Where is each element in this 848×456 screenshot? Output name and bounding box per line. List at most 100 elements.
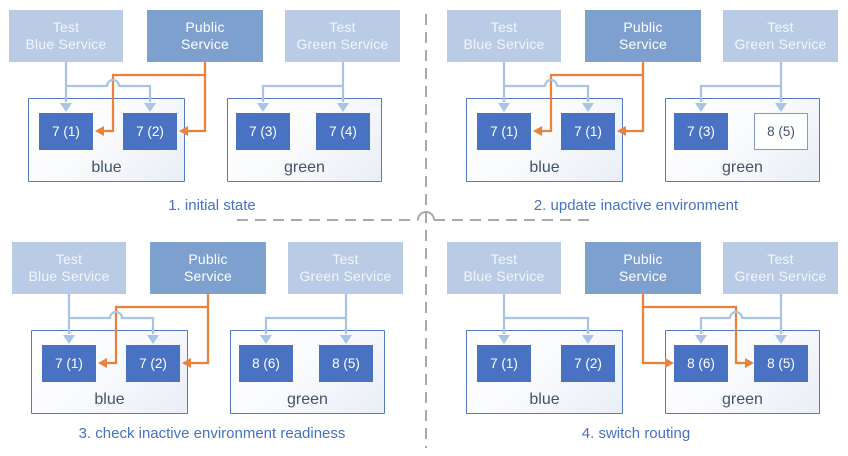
blue-environment-label: blue — [529, 159, 560, 176]
pod-green-1: 8 (6) — [674, 345, 728, 382]
pod-green-2-new: 8 (5) — [754, 113, 808, 150]
orange-arrowhead-left-icon — [179, 126, 188, 136]
public-to-blue-pod1-line — [104, 73, 205, 133]
blue-arrowhead-down-icon — [498, 103, 510, 112]
service-label-line: Test — [490, 19, 518, 35]
test-blue-to-pod2-line — [504, 316, 590, 334]
service-label-line: Blue Service — [28, 268, 110, 284]
orange-arrowhead-left-icon — [182, 358, 191, 368]
step-caption: 4. switch routing — [581, 425, 691, 442]
orange-arrowhead-left-icon — [533, 126, 542, 136]
blue-arrowhead-down-icon — [775, 335, 787, 344]
public-to-green-pod2-line — [643, 305, 745, 365]
pod-green-1: 7 (3) — [674, 113, 728, 150]
pod-blue-1: 7 (1) — [39, 113, 93, 150]
public-to-blue-pod1-line — [542, 73, 643, 133]
test-blue-to-pod2-line — [504, 78, 590, 102]
test-green-service-box: Test Green Service — [723, 10, 838, 62]
pod-blue-2: 7 (2) — [123, 113, 177, 150]
step-1-panel: blue green Test Blue Servi — [0, 0, 424, 228]
blue-arrowhead-down-icon — [582, 335, 594, 344]
test-green-to-pod3-line — [699, 310, 781, 334]
public-to-green-pod1-line — [641, 294, 665, 365]
service-label-line: Blue Service — [463, 36, 545, 52]
blue-environment-label: blue — [91, 159, 122, 176]
blue-arrowhead-down-icon — [695, 103, 707, 112]
test-green-to-pod3-line — [699, 84, 781, 102]
service-label-line: Test — [490, 251, 518, 267]
service-label-line: Green Service — [299, 268, 392, 284]
service-label-line: Test — [55, 251, 83, 267]
public-service-box: Public Service — [150, 242, 266, 294]
service-label-line: Service — [618, 268, 668, 284]
pod-blue-2: 7 (2) — [561, 345, 615, 382]
orange-arrowhead-left-icon — [617, 126, 626, 136]
test-blue-to-pod2-line — [66, 78, 152, 102]
step-caption: 3. check inactive environment readiness — [78, 425, 346, 442]
connector-arrows — [63, 294, 352, 368]
service-label-line: Public — [623, 19, 663, 35]
connector-arrows — [60, 62, 349, 136]
connector-arrows — [498, 62, 787, 136]
service-label-line: Green Service — [734, 36, 827, 52]
service-label-line: Test — [767, 251, 794, 267]
orange-arrowhead-left-icon — [98, 358, 107, 368]
pod-green-2: 7 (4) — [316, 113, 370, 150]
public-to-blue-pod2-line — [188, 62, 207, 133]
pod-blue-2: 7 (1) — [561, 113, 615, 150]
green-environment-label: green — [722, 391, 763, 408]
service-label-line: Test — [52, 19, 80, 35]
public-service-box: Public Service — [147, 10, 263, 62]
test-blue-to-pod2-line — [69, 310, 155, 334]
step-caption: 1. initial state — [168, 197, 256, 214]
green-environment-label: green — [287, 391, 328, 408]
blue-arrowhead-down-icon — [498, 335, 510, 344]
blue-arrowhead-down-icon — [60, 103, 72, 112]
public-service-box: Public Service — [585, 242, 701, 294]
service-label-line: Blue Service — [463, 268, 545, 284]
service-label-line: Test — [767, 19, 794, 35]
pod-blue-1: 7 (1) — [477, 113, 531, 150]
test-green-to-pod3-line — [261, 84, 343, 102]
blue-arrowhead-down-icon — [337, 103, 349, 112]
orange-arrowhead-right-icon — [745, 358, 754, 368]
pod-green-1: 8 (6) — [239, 345, 293, 382]
service-label-line: Test — [332, 251, 359, 267]
service-label-line: Service — [618, 36, 668, 52]
test-green-service-box: Test Green Service — [288, 242, 403, 294]
service-label-line: Green Service — [296, 36, 389, 52]
test-blue-service-box: Test Blue Service — [9, 10, 123, 62]
test-blue-service-box: Test Blue Service — [447, 10, 561, 62]
service-label-line: Public — [185, 19, 225, 35]
blue-arrowhead-down-icon — [260, 335, 272, 344]
pod-blue-2: 7 (2) — [126, 345, 180, 382]
service-label-line: Service — [183, 268, 233, 284]
blue-arrowhead-down-icon — [775, 103, 787, 112]
blue-arrowhead-down-icon — [144, 103, 156, 112]
pod-green-1: 7 (3) — [236, 113, 290, 150]
service-label-line: Blue Service — [25, 36, 107, 52]
service-label-line: Service — [180, 36, 230, 52]
test-green-service-box: Test Green Service — [285, 10, 400, 62]
green-environment-label: green — [284, 159, 325, 176]
pod-green-2: 8 (5) — [754, 345, 808, 382]
public-service-box: Public Service — [585, 10, 701, 62]
blue-arrowhead-down-icon — [257, 103, 269, 112]
green-environment-label: green — [722, 159, 763, 176]
blue-environment-label: blue — [94, 391, 125, 408]
pod-blue-1: 7 (1) — [42, 345, 96, 382]
service-label-line: Public — [623, 251, 663, 267]
service-label-line: Public — [188, 251, 228, 267]
orange-arrowhead-left-icon — [95, 126, 104, 136]
step-caption: 2. update inactive environment — [533, 197, 739, 214]
blue-environment-label: blue — [529, 391, 560, 408]
test-blue-service-box: Test Blue Service — [12, 242, 126, 294]
pod-green-2: 8 (5) — [319, 345, 373, 382]
step-2-panel: blue green Test Blue Servi — [424, 0, 848, 228]
blue-arrowhead-down-icon — [63, 335, 75, 344]
step-4-panel: blue green Test Blue Servi — [424, 228, 848, 456]
public-to-blue-pod2-line — [191, 294, 210, 365]
service-label-line: Test — [329, 19, 356, 35]
connector-arrows — [498, 294, 787, 368]
